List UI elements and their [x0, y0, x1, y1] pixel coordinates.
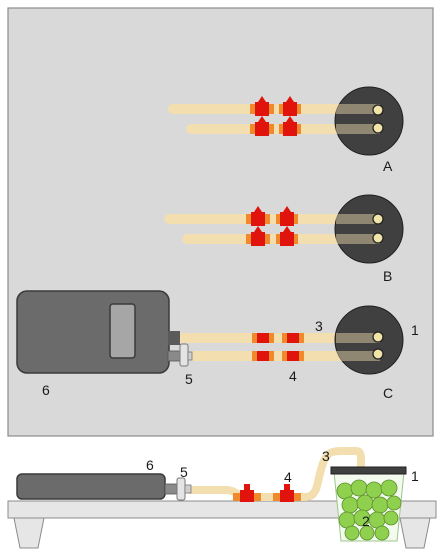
- tube-b-upper: [164, 214, 380, 224]
- station-c-label: C: [383, 385, 393, 401]
- port-b-lower: [372, 232, 384, 244]
- clamp-b3: [246, 226, 270, 246]
- clamp-b2: [276, 206, 298, 226]
- lid-a: [334, 86, 404, 156]
- station-a-label: A: [383, 158, 393, 174]
- clamp-b4: [276, 226, 298, 246]
- station-a: A: [168, 86, 404, 174]
- lid-c: [334, 305, 404, 375]
- label-c-4: 4: [289, 368, 297, 384]
- clamp-side-2: [273, 484, 301, 502]
- side-view: 6 5 4 3 1 2: [7, 447, 437, 549]
- lid-b: [334, 194, 404, 264]
- port-c-upper: [372, 331, 384, 343]
- port-a-upper: [372, 104, 384, 116]
- label-c-3: 3: [315, 318, 323, 334]
- label-side-2: 2: [362, 513, 370, 529]
- label-side-6: 6: [146, 457, 154, 473]
- device-top: [16, 290, 170, 374]
- label-side-5: 5: [180, 464, 188, 480]
- clamp-c4: [282, 351, 304, 361]
- label-side-1: 1: [411, 468, 419, 484]
- jar: [330, 466, 407, 542]
- label-side-4: 4: [284, 469, 292, 485]
- valve-c: [167, 343, 193, 367]
- clamp-a2: [279, 96, 301, 116]
- tube-c-upper: [170, 333, 380, 343]
- label-c-5: 5: [185, 371, 193, 387]
- port-a-lower: [372, 122, 384, 134]
- clamp-c2: [282, 333, 304, 343]
- bench: [7, 500, 437, 549]
- valve-side: [164, 477, 192, 501]
- clamp-c1: [252, 333, 274, 343]
- clamp-side-1: [233, 484, 261, 502]
- clamp-a4: [279, 116, 301, 136]
- label-c-1: 1: [411, 322, 419, 338]
- clamp-a3: [250, 116, 274, 136]
- port-c-lower: [372, 348, 384, 360]
- device-side: [16, 473, 166, 500]
- clamp-c3: [252, 351, 274, 361]
- station-b: B: [164, 194, 404, 284]
- label-side-3: 3: [322, 448, 330, 464]
- port-b-upper: [372, 213, 384, 225]
- label-c-6: 6: [42, 382, 50, 398]
- station-b-label: B: [383, 268, 392, 284]
- jar-lid: [330, 466, 407, 475]
- jar-contents: [336, 479, 402, 541]
- clamp-a1: [250, 96, 274, 116]
- clamp-b1: [246, 206, 270, 226]
- station-c: 3 1 4 5 6 C: [16, 290, 419, 401]
- device-display: [109, 303, 136, 359]
- outlet-c: [168, 331, 180, 345]
